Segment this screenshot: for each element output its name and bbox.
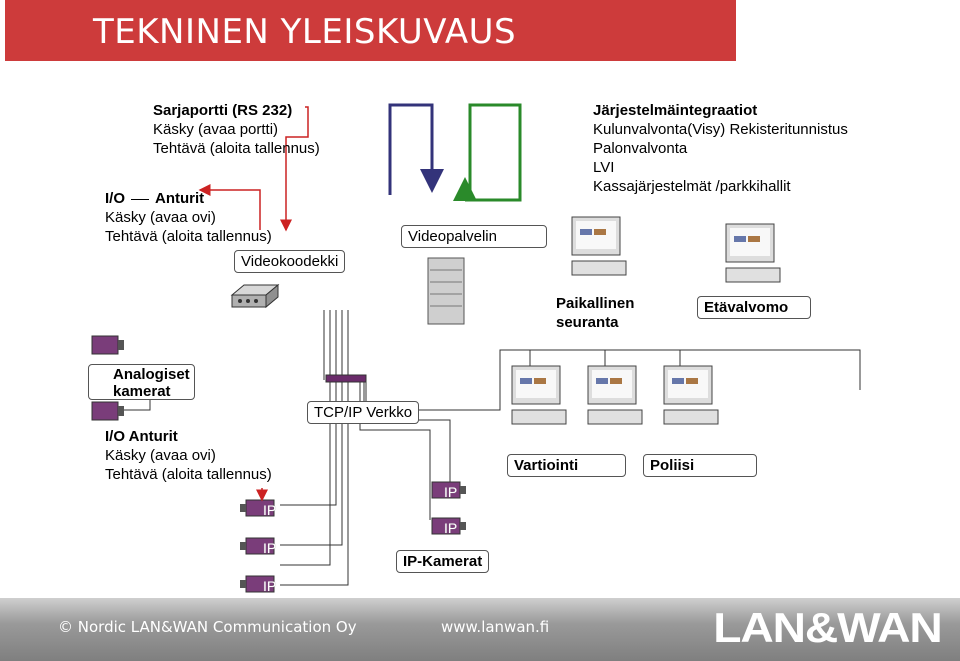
- videokoodekki-device: [230, 283, 280, 309]
- ip-camera-label: IP: [263, 540, 277, 556]
- title-banner: TEKNINEN YLEISKUVAUS: [5, 0, 736, 61]
- videopalvelin-server: [427, 257, 465, 325]
- ip-camera-label: IP: [444, 484, 458, 500]
- workstation: [511, 365, 567, 425]
- io-top-task: Tehtävä (aloita tallennus): [105, 228, 272, 245]
- etavalvomo-label: Etävalvomo: [697, 296, 811, 319]
- io-top-arrow: [198, 184, 261, 230]
- videopalvelin-label: Videopalvelin: [401, 225, 547, 248]
- io-bottom-heading: I/O Anturit: [105, 428, 178, 445]
- serial-arrow: [280, 106, 309, 232]
- ip-camera: [431, 481, 466, 499]
- footer-url[interactable]: www.lanwan.fi: [441, 618, 550, 636]
- page-title: TEKNINEN YLEISKUVAUS: [93, 12, 517, 52]
- ip-kamerat-label: IP-Kamerat: [396, 550, 490, 573]
- videokoodekki-label: Videokoodekki: [234, 250, 346, 273]
- ip-camera-label: IP: [263, 578, 277, 594]
- io-bottom-task: Tehtävä (aloita tallennus): [105, 466, 272, 483]
- serial-heading: Sarjaportti (RS 232): [153, 102, 293, 119]
- serial-command: Käsky (avaa portti): [153, 121, 279, 138]
- analog-box: Analogiset kamerat: [88, 364, 195, 400]
- ip-camera: [240, 537, 275, 555]
- integrations-heading: Järjestelmäintegraatiot: [593, 102, 758, 119]
- paikallinen-line2: seuranta: [556, 314, 619, 331]
- tcpip-label: TCP/IP Verkko: [307, 401, 420, 424]
- footer-copyright: © Nordic LAN&WAN Communication Oy: [58, 618, 357, 636]
- integrations-line: Palonvalvonta: [593, 140, 688, 157]
- workstation: [587, 365, 643, 425]
- analog-camera: [91, 335, 124, 355]
- integrations-line: LVI: [593, 159, 615, 176]
- paikallinen-line1: Paikallinen: [556, 295, 635, 312]
- green-arrow: [453, 103, 522, 202]
- workstation: [663, 365, 719, 425]
- workstation: [725, 223, 781, 283]
- ip-camera: [240, 575, 275, 593]
- analog-line1: Analogiset: [113, 366, 190, 383]
- ip-camera: [431, 517, 466, 535]
- ip-camera-label: IP: [263, 502, 277, 518]
- analog-line2: kamerat: [113, 383, 171, 400]
- poliisi-label: Poliisi: [643, 454, 757, 477]
- integrations-line: Kassajärjestelmät /parkkihallit: [593, 178, 791, 195]
- lanwan-logo: LAN&WAN: [713, 604, 944, 651]
- workstation: [571, 216, 627, 276]
- ip-camera-label: IP: [444, 520, 458, 536]
- io-top-command: Käsky (avaa ovi): [105, 209, 216, 226]
- io-bottom-command: Käsky (avaa ovi): [105, 447, 216, 464]
- serial-task: Tehtävä (aloita tallennus): [153, 140, 320, 157]
- analog-camera: [91, 401, 124, 421]
- vartiointi-label: Vartiointi: [507, 454, 626, 477]
- integrations-line: Kulunvalvonta(Visy) Rekisteritunnistus: [593, 121, 848, 138]
- footer: © Nordic LAN&WAN Communication Oy www.la…: [0, 598, 960, 661]
- blue-arrow: [388, 103, 444, 195]
